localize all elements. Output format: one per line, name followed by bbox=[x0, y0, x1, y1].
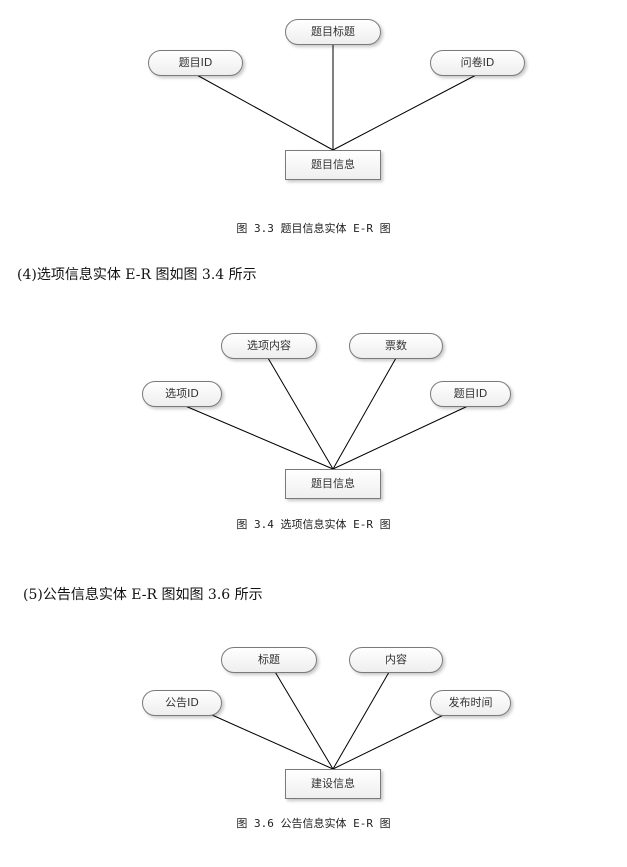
figure-caption: 图 3.3 题目信息实体 E-R 图 bbox=[236, 222, 391, 235]
connector-line bbox=[332, 357, 397, 470]
er-diagram-option: 选项ID 选项内容 票数 题目ID 题目信息 bbox=[0, 325, 627, 500]
connector-line bbox=[267, 357, 334, 470]
attribute-node: 题目ID bbox=[430, 381, 511, 407]
connector-line bbox=[194, 73, 334, 151]
attribute-node: 内容 bbox=[349, 647, 443, 673]
attribute-node: 票数 bbox=[349, 333, 443, 359]
connector-lines bbox=[182, 357, 471, 470]
attribute-node: 选项内容 bbox=[221, 333, 317, 359]
entity-box: 题目信息 bbox=[285, 469, 381, 499]
figure-caption: 图 3.6 公告信息实体 E-R 图 bbox=[236, 817, 391, 830]
connector-line bbox=[267, 659, 334, 770]
attribute-node: 问卷ID bbox=[430, 50, 525, 76]
entity-box: 建设信息 bbox=[285, 769, 381, 799]
attribute-node: 题目标题 bbox=[285, 19, 381, 45]
er-diagram-topic: 题目ID 题目标题 问卷ID 题目信息 bbox=[0, 0, 627, 210]
connector-line bbox=[332, 659, 397, 770]
er-diagram-notice: 公告ID 标题 内容 发布时间 建设信息 bbox=[0, 640, 627, 810]
figure-caption: 图 3.4 选项信息实体 E-R 图 bbox=[236, 518, 391, 531]
attribute-node: 公告ID bbox=[142, 690, 222, 716]
connector-line bbox=[182, 404, 334, 470]
attribute-node: 题目ID bbox=[148, 50, 243, 76]
connector-lines bbox=[194, 45, 479, 151]
section-heading: (5)公告信息实体 E-R 图如图 3.6 所示 bbox=[23, 587, 263, 603]
attribute-node: 选项ID bbox=[142, 381, 222, 407]
section-heading: (4)选项信息实体 E-R 图如图 3.4 所示 bbox=[17, 267, 257, 283]
connector-line bbox=[332, 404, 471, 470]
entity-box: 题目信息 bbox=[285, 150, 381, 180]
connector-line bbox=[332, 73, 479, 151]
attribute-node: 标题 bbox=[221, 647, 317, 673]
attribute-node: 发布时间 bbox=[430, 690, 511, 716]
